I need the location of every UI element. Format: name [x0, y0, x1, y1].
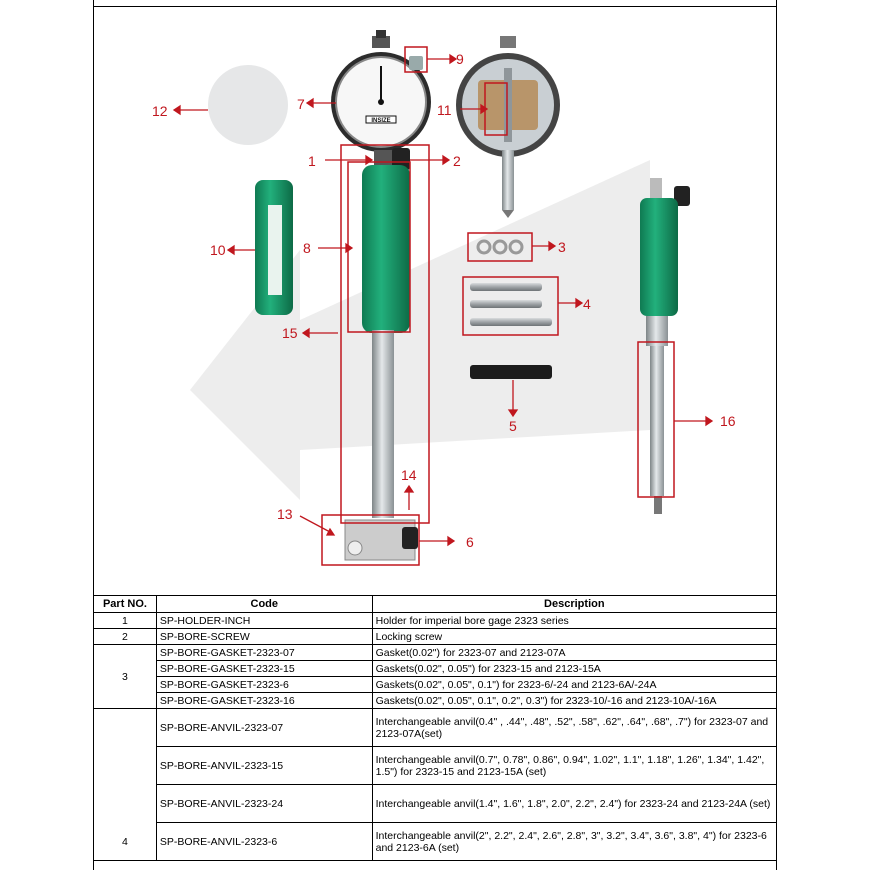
callout-13: 13 — [277, 506, 293, 522]
table-row: 2 SP-BORE-SCREW Locking screw — [93, 628, 778, 645]
gaskets — [476, 239, 524, 255]
callout-3: 3 — [558, 239, 566, 255]
part-number: 1 — [93, 612, 157, 629]
part-code: SP-HOLDER-INCH — [155, 612, 373, 629]
callout-11: 11 — [437, 102, 452, 118]
callout-9: 9 — [456, 51, 464, 67]
table-row: SP-BORE-GASKET-2323-15 Gaskets(0.02", 0.… — [94, 660, 778, 677]
parts-diagram: INSIZE — [172, 30, 714, 566]
part-code: SP-BORE-ANVIL-2323-6 — [155, 822, 373, 861]
part-number: 4 — [93, 708, 157, 861]
callout-1: 1 — [308, 153, 316, 169]
part-description: Interchangeable anvil(1.4", 1.6", 1.8", … — [371, 784, 778, 823]
header-code: Code — [155, 595, 373, 613]
part-code: SP-BORE-GASKET-2323-15 — [155, 660, 373, 677]
callout-15: 15 — [282, 325, 298, 341]
table-header-row: Part NO. Code Description — [93, 595, 778, 613]
parts-table: Part NO. Code Description 1 SP-HOLDER-IN… — [93, 595, 778, 861]
dial-brand: INSIZE — [371, 118, 390, 124]
table-row: SP-BORE-ANVIL-2323-15 Interchangeable an… — [94, 746, 778, 785]
callout-16: 16 — [720, 413, 736, 429]
part-code: SP-BORE-GASKET-2323-6 — [155, 676, 373, 693]
part-code: SP-BORE-SCREW — [155, 628, 373, 645]
callout-5: 5 — [509, 418, 517, 434]
table-row: SP-BORE-ANVIL-2323-6 Interchangeable anv… — [94, 822, 778, 861]
callout-arrows — [172, 53, 714, 547]
part-code: SP-BORE-ANVIL-2323-15 — [155, 746, 373, 785]
extension-rod — [470, 365, 552, 379]
watermark-logo — [190, 160, 650, 500]
bore-gage-side — [640, 178, 690, 514]
part-code: SP-BORE-ANVIL-2323-07 — [155, 708, 373, 747]
top-rule — [93, 6, 777, 7]
part-code: SP-BORE-ANVIL-2323-24 — [155, 784, 373, 823]
part-number: 2 — [93, 628, 157, 645]
callout-7: 7 — [297, 96, 305, 112]
part-code: SP-BORE-GASKET-2323-07 — [155, 644, 373, 661]
part-number: 3 — [93, 644, 157, 709]
header-part-no: Part NO. — [93, 595, 157, 613]
callout-6: 6 — [466, 534, 474, 550]
part-description: Gaskets(0.02", 0.05", 0.1", 0.2", 0.3") … — [371, 692, 778, 709]
page-frame — [93, 0, 777, 870]
table-row: 1 SP-HOLDER-INCH Holder for imperial bor… — [93, 612, 778, 629]
callout-2: 2 — [453, 153, 461, 169]
callout-10: 10 — [210, 242, 226, 258]
callout-12: 12 — [152, 103, 168, 119]
bore-gage-main — [344, 148, 418, 561]
dial-indicator-back — [456, 36, 560, 218]
callout-4: 4 — [583, 296, 591, 312]
table-row: 3 SP-BORE-GASKET-2323-07 Gasket(0.02") f… — [93, 644, 778, 709]
highlight-boxes — [321, 46, 675, 566]
callout-14: 14 — [401, 467, 417, 483]
blank-cap-disc — [208, 65, 288, 145]
part-description: Locking screw — [371, 628, 778, 645]
dial-indicator: INSIZE — [331, 30, 431, 152]
header-description: Description — [371, 595, 778, 613]
table-row: SP-BORE-GASKET-2323-6 Gaskets(0.02", 0.0… — [94, 676, 778, 693]
table-row: SP-BORE-ANVIL-2323-24 Interchangeable an… — [94, 784, 778, 823]
anvils — [470, 283, 552, 326]
part-description: Gaskets(0.02", 0.05", 0.1") for 2323-6/-… — [371, 676, 778, 693]
part-description: Holder for imperial bore gage 2323 serie… — [371, 612, 778, 629]
part-code: SP-BORE-GASKET-2323-16 — [155, 692, 373, 709]
part-description: Gaskets(0.02", 0.05") for 2323-15 and 21… — [371, 660, 778, 677]
table-row: 4 SP-BORE-ANVIL-2323-07 Interchangeable … — [93, 708, 778, 861]
part-description: Interchangeable anvil(0.7", 0.78", 0.86"… — [371, 746, 778, 785]
part-description: Interchangeable anvil(0.4" , .44", .48",… — [371, 708, 778, 747]
grip-sleeve — [255, 180, 293, 315]
callout-8: 8 — [303, 240, 311, 256]
part-description: Interchangeable anvil(2", 2.2", 2.4", 2.… — [371, 822, 778, 861]
table-row: SP-BORE-GASKET-2323-16 Gaskets(0.02", 0.… — [94, 692, 778, 709]
part-description: Gasket(0.02") for 2323-07 and 2123-07A — [371, 644, 778, 661]
